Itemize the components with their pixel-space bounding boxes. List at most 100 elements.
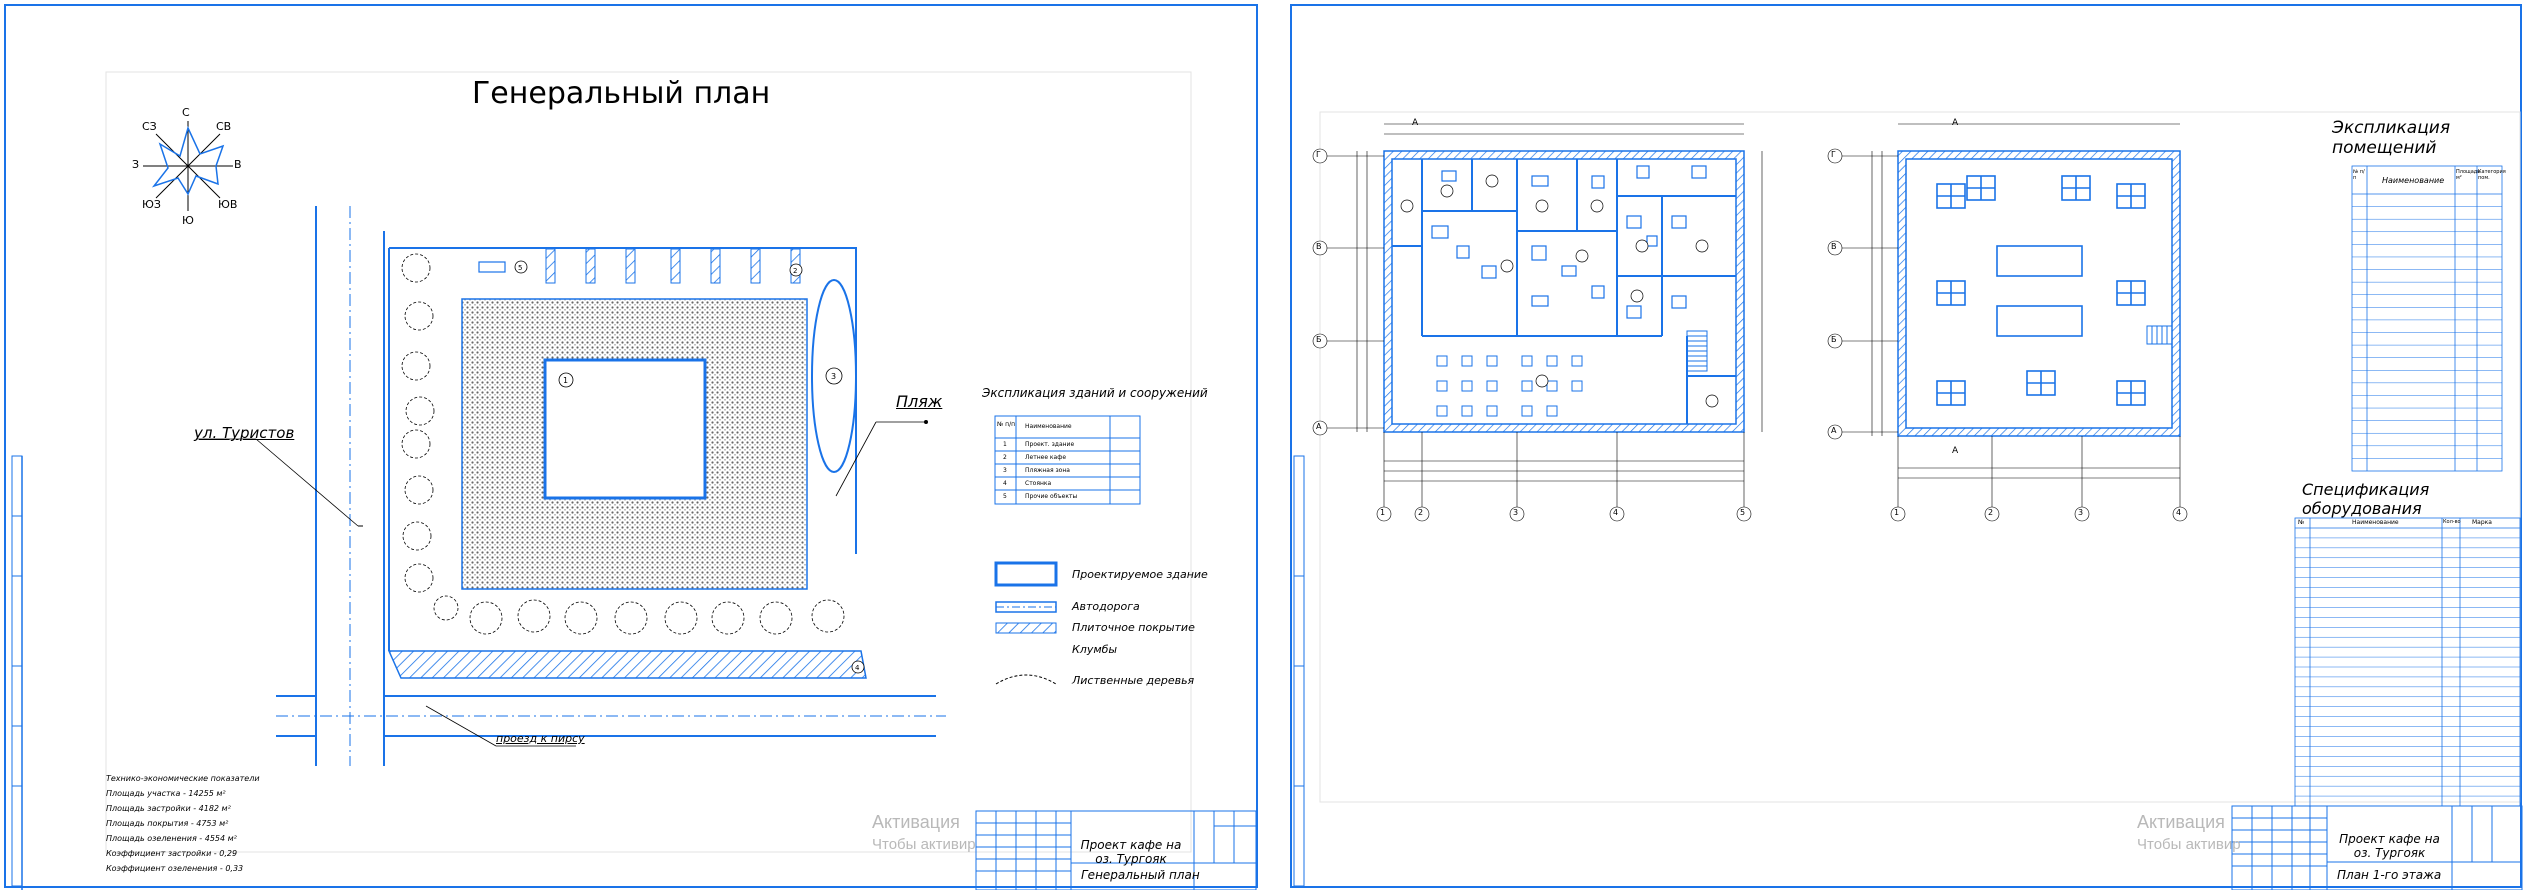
plan-second-floor: [1827, 123, 2188, 522]
rooms-header-num: № п/п: [2353, 169, 2365, 181]
stamp-sheet-title-right: План 1-го этажа: [2337, 868, 2442, 882]
sheet-general-plan: 1 5 2 3 4: [4, 4, 1258, 890]
note-line: Площадь покрытия - 4753 м²: [106, 819, 229, 828]
rooms-table-title: Экспликация помещений: [2332, 118, 2451, 158]
watermark-activation: Активация: [872, 812, 960, 832]
table-row-num: 2: [1003, 454, 1007, 461]
compass-e: В: [234, 158, 242, 171]
equipment-table-rows: [2295, 537, 2520, 797]
axis-col-label: 1: [1894, 508, 1900, 517]
equipment-table-grid: [2294, 517, 2521, 807]
stamp-project: Проект кафе на оз. Тургояк: [1080, 838, 1182, 866]
axis-row-label: Б: [1316, 335, 1322, 344]
flower-beds: [545, 248, 801, 284]
axis-col-label: 4: [2176, 508, 2182, 517]
axis-col-label: 4: [1613, 508, 1619, 517]
axis-col-label: 1: [1380, 508, 1386, 517]
table-row-num: 3: [1003, 467, 1007, 474]
svg-text:5: 5: [518, 264, 522, 272]
table-row-name: Прочие объекты: [1025, 493, 1078, 500]
compass-n: С: [182, 106, 190, 119]
note-line: Коэффициент застройки - 0,29: [106, 849, 238, 858]
axis-row-label: А: [1316, 422, 1322, 431]
axis-col-label: 5: [1740, 508, 1746, 517]
axis-row-label: Г: [1831, 150, 1836, 159]
equipment-header-brand: Марка: [2472, 519, 2492, 526]
equipment-header-qty: Кол-во: [2443, 519, 2461, 525]
table-row-num: 5: [1003, 493, 1007, 500]
beach-label: Пляж: [896, 392, 943, 411]
compass-s: Ю: [182, 214, 194, 227]
note-line: Технико-экономические показатели: [106, 774, 260, 783]
note-line: Коэффициент озеленения - 0,33: [106, 864, 244, 873]
road-main: [276, 206, 946, 766]
page-title: Генеральный план: [472, 76, 771, 111]
axis-col-label: 2: [1418, 508, 1424, 517]
legend-building: Проектируемое здание: [1072, 568, 1208, 581]
legend-flowerbeds: Клумбы: [1072, 643, 1118, 656]
compass-ne: СВ: [216, 120, 232, 133]
passage-label: проезд к пирсу: [496, 732, 585, 745]
table-row-name: Летнее кафе: [1025, 454, 1067, 461]
axis-col-label: 2: [1988, 508, 1994, 517]
watermark-hint-right: Чтобы активир: [2137, 836, 2241, 853]
trees: [401, 253, 845, 635]
stamp-project-right: Проект кафе на оз. Тургояк: [2339, 832, 2440, 860]
section-mark-top: А: [1952, 118, 1959, 128]
title-block-right: [2231, 805, 2523, 890]
svg-text:1: 1: [563, 376, 568, 385]
rooms-header-name: Наименование: [2382, 176, 2445, 185]
parking: 5: [478, 260, 528, 274]
compass-sw: ЮЗ: [142, 198, 161, 211]
table-row-num: 1: [1003, 441, 1007, 448]
legend-symbols: [994, 561, 1058, 685]
axis-row-label: В: [1316, 242, 1322, 251]
section-mark-bottom: А: [1952, 446, 1959, 456]
note-line: Площадь застройки - 4182 м²: [106, 804, 231, 813]
equipment-header-name: Наименование: [2352, 519, 2399, 526]
table-row-name: Пляжная зона: [1025, 467, 1070, 474]
equipment-header-num: №: [2298, 519, 2305, 526]
section-mark-plan1: А: [1412, 118, 1419, 128]
table-row-num: 4: [1003, 480, 1007, 487]
rooms-header-area: Площадь м²: [2456, 169, 2481, 181]
note-line: Площадь озеленения - 4554 м²: [106, 834, 237, 843]
rooms-table-rows: [2352, 206, 2502, 459]
legend-trees: Лиственные деревья: [1072, 674, 1195, 687]
svg-text:4: 4: [855, 664, 860, 672]
buildings-table-grid: [994, 415, 1141, 505]
axis-row-label: Г: [1316, 150, 1321, 159]
axis-col-label: 3: [2078, 508, 2084, 517]
axis-row-label: В: [1831, 242, 1837, 251]
compass-rose: [143, 121, 233, 211]
street-label: ул. Туристов: [194, 424, 295, 442]
table-row-name: Стоянка: [1025, 480, 1052, 487]
note-line: Площадь участка - 14255 м²: [106, 789, 226, 798]
svg-text:2: 2: [793, 267, 797, 275]
tech-notes: Технико-экономические показатели Площадь…: [106, 771, 260, 876]
compass-se: ЮВ: [218, 198, 238, 211]
rooms-table-grid: [2351, 165, 2503, 472]
svg-text:3: 3: [831, 372, 836, 381]
table-header-name: Наименование: [1025, 423, 1072, 430]
sheet-floor-plan: 1 2 3 4 5 Г В Б А 1 2 3 4 Г В Б А А А А …: [1290, 4, 2523, 890]
legend-road: Автодорога: [1072, 600, 1140, 613]
watermark-hint: Чтобы активир: [872, 836, 976, 853]
axis-col-label: 3: [1513, 508, 1519, 517]
buildings-table-title: Экспликация зданий и сооружений: [982, 386, 1208, 400]
axis-row-label: Б: [1831, 335, 1837, 344]
title-block: [975, 810, 1257, 890]
floor-plan-drawing: [1293, 111, 2523, 890]
equipment-table-title: Спецификация оборудования: [2302, 480, 2430, 518]
general-plan-drawing: 1 5 2 3 4: [11, 71, 1257, 890]
plan-first-floor: [1312, 123, 1763, 522]
legend-tiles: Плиточное покрытие: [1072, 621, 1195, 634]
table-row-name: Проект. здание: [1025, 441, 1075, 448]
stamp-sheet-title: Генеральный план: [1081, 868, 1200, 882]
table-header-num: № п/п: [997, 421, 1016, 428]
rooms-header-cat: Категория пом.: [2478, 169, 2506, 181]
compass-w: З: [132, 158, 140, 171]
watermark-activation-right: Активация: [2137, 812, 2225, 832]
axis-row-label: А: [1831, 426, 1837, 435]
compass-nw: СЗ: [142, 120, 157, 133]
